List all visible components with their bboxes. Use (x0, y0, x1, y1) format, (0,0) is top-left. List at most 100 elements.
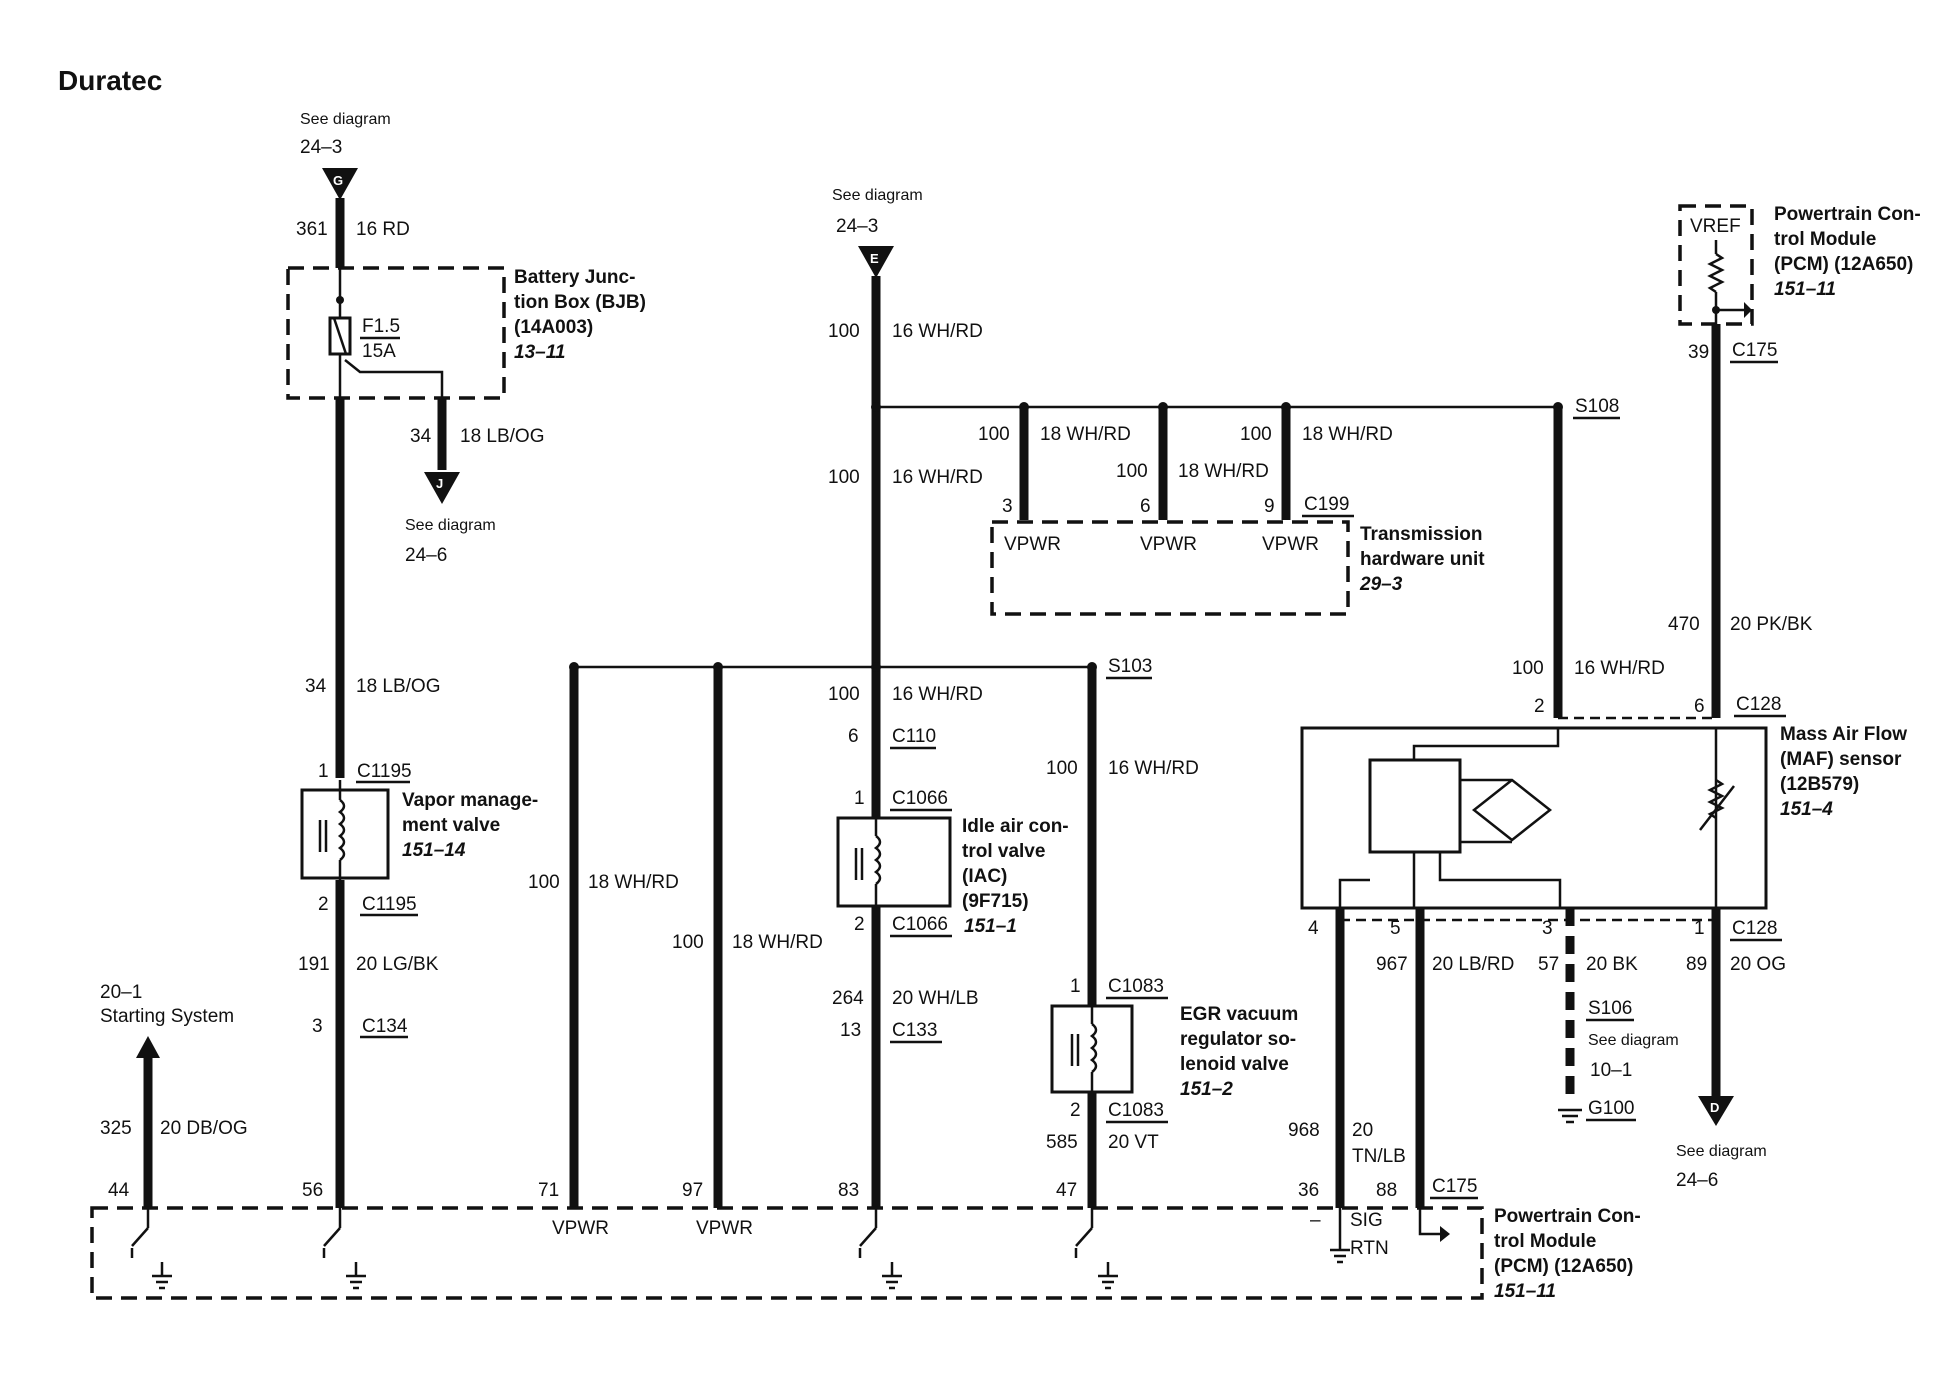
ref-page-label: 24–6 (1676, 1170, 1718, 1191)
idle-air-control-valve (836, 816, 952, 908)
wire-spec: 18 WH/RD (1302, 424, 1393, 445)
ground-ref-icon (1744, 302, 1752, 318)
vpwr-circuit: See diagram 24–3 E 100 16 WH/RD S108 100… (528, 187, 1620, 1208)
connector-j-letter: J (436, 476, 443, 491)
splice-label: S103 (1108, 656, 1152, 677)
wire-spec: 18 WH/RD (1178, 461, 1269, 482)
maf-electronics-icon (1368, 758, 1462, 854)
pin-number: 3 (312, 1016, 323, 1037)
egr-label: lenoid valve (1180, 1054, 1289, 1075)
pcm-label: (PCM) (12A650) (1494, 1256, 1633, 1277)
pin-number: 1 (318, 761, 329, 782)
wire-spec: 18 LB/OG (356, 676, 441, 697)
wire-number: 967 (1376, 954, 1408, 975)
pin-number: 13 (840, 1020, 861, 1041)
pin-number: 2 (318, 894, 329, 915)
wire-spec: 16 RD (356, 219, 410, 240)
wire-number: 264 (832, 988, 864, 1009)
bjb-label: (14A003) (514, 317, 593, 338)
wire-number: 34 (305, 676, 327, 697)
wire-number: 968 (1288, 1120, 1320, 1141)
solenoid-coil-icon (1089, 1023, 1098, 1073)
connector-d-icon (1698, 1096, 1734, 1126)
solenoid-coil-icon (873, 835, 882, 885)
fuse-rating: 15A (362, 341, 396, 362)
bjb-label: Battery Junc- (514, 267, 635, 288)
iac-label: trol valve (962, 841, 1045, 862)
maf-label: (MAF) sensor (1780, 749, 1902, 770)
fuse-name: F1.5 (362, 316, 400, 337)
pin-number: 1 (1070, 976, 1081, 997)
pin-number: 6 (848, 726, 859, 747)
see-diagram-label: See diagram (832, 187, 923, 204)
connector-e-icon (858, 246, 894, 278)
egr-label: EGR vacuum (1180, 1004, 1298, 1025)
wire-number: 57 (1538, 954, 1559, 975)
wire-spec: 16 WH/RD (1574, 658, 1665, 679)
pin-number: 47 (1056, 1180, 1077, 1201)
wire-number: 39 (1688, 342, 1709, 363)
wire-spec: 20 (1352, 1120, 1373, 1141)
iac-label: (IAC) (962, 866, 1007, 887)
pcm-bottom: Powertrain Con- trol Module (PCM) (12A65… (90, 1176, 1641, 1302)
splice-label: S106 (1588, 998, 1632, 1019)
ref-page-label: 10–1 (1590, 1060, 1632, 1081)
see-diagram-label: See diagram (405, 517, 496, 534)
pin-number: 1 (1694, 918, 1705, 939)
page-title: Duratec (58, 65, 162, 96)
wire-spec: 20 LG/BK (356, 954, 439, 975)
egr-page: 151–2 (1180, 1079, 1233, 1100)
switch-icon (1074, 1208, 1118, 1290)
switch-icon (322, 1208, 366, 1290)
maf-circuit: 100 16 WH/RD 2 VREF Powertrain Con- trol… (1288, 204, 1921, 1208)
wire-number: 100 (528, 872, 560, 893)
rtn-label: RTN (1350, 1238, 1389, 1259)
pin-number: 9 (1264, 496, 1275, 517)
bridge-icon (1460, 778, 1553, 842)
pin-number: 36 (1298, 1180, 1319, 1201)
iac-label: Idle air con- (962, 816, 1069, 837)
starting-ref: 20–1 (100, 982, 142, 1003)
wire-spec: 16 WH/RD (892, 321, 983, 342)
wire-spec: 18 WH/RD (588, 872, 679, 893)
connector-e-letter: E (870, 251, 879, 266)
wire-spec: 16 WH/RD (892, 684, 983, 705)
connector-label: C1066 (892, 788, 948, 809)
pin-number: 5 (1390, 918, 1401, 939)
wire-spec: 18 WH/RD (1040, 424, 1131, 445)
wire-number: 100 (828, 321, 860, 342)
resistor-icon (1707, 252, 1725, 294)
wire-number: 100 (1046, 758, 1078, 779)
wire-number: 585 (1046, 1132, 1078, 1153)
wire-number: 100 (828, 467, 860, 488)
see-diagram-label: See diagram (300, 111, 391, 128)
pin-number: 88 (1376, 1180, 1397, 1201)
pin-number: 2 (1534, 696, 1545, 717)
pcm-label: (PCM) (12A650) (1774, 254, 1913, 275)
connector-d-letter: D (1710, 1100, 1719, 1115)
thu-label: Transmission (1360, 524, 1483, 545)
pin-number: 83 (838, 1180, 859, 1201)
pin-number: 44 (108, 1180, 130, 1201)
pin-number: 3 (1002, 496, 1013, 517)
pin-number: 2 (1070, 1100, 1081, 1121)
iac-page: 151–1 (964, 916, 1017, 937)
connector-label: C128 (1732, 918, 1777, 939)
connector-label: C199 (1304, 494, 1349, 515)
pin-number: 4 (1308, 918, 1319, 939)
vmv-label: ment valve (402, 815, 500, 836)
pcm-label: Powertrain Con- (1774, 204, 1921, 225)
wire-number: 325 (100, 1118, 132, 1139)
wire-spec: 20 LB/RD (1432, 954, 1514, 975)
maf-label: (12B579) (1780, 774, 1859, 795)
vmv-label: Vapor manage- (402, 790, 538, 811)
wire-number: 100 (1116, 461, 1148, 482)
ground-icon (1558, 1108, 1582, 1124)
wire-spec: 20 OG (1730, 954, 1786, 975)
ground-label: G100 (1588, 1098, 1634, 1119)
wire-number: 191 (298, 954, 330, 975)
wire-spec: TN/LB (1352, 1146, 1406, 1167)
wire-spec: 20 PK/BK (1730, 614, 1813, 635)
wire-spec: 20 VT (1108, 1132, 1159, 1153)
